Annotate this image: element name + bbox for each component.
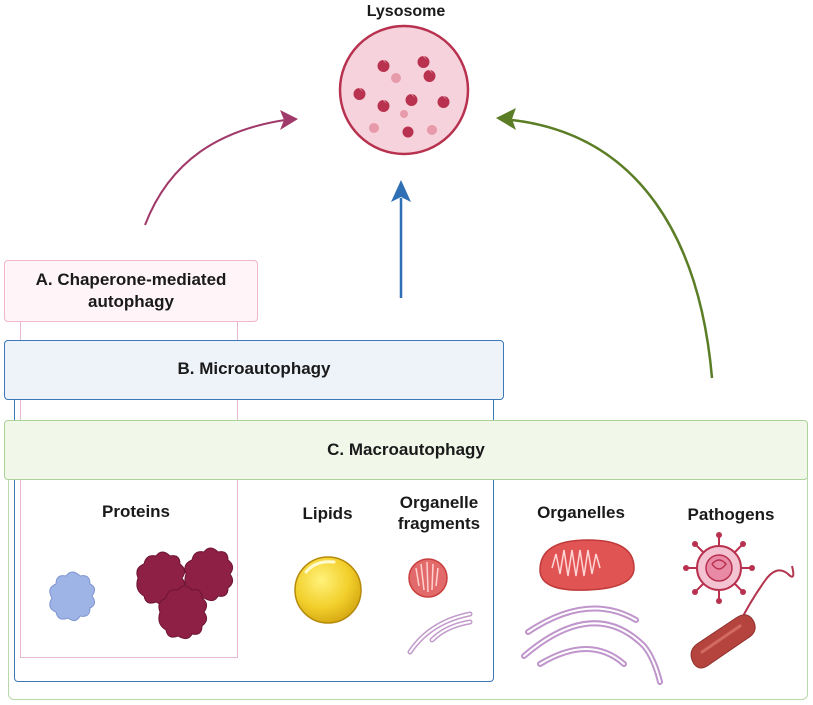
er-fragment-icon (407, 611, 473, 655)
cma-label-line1: A. Chaperone-mediated (35, 270, 227, 289)
mitochondrion-fragment-icon (408, 558, 448, 598)
cma-arrow (144, 110, 298, 226)
macroautophagy-label: C. Macroautophagy (327, 440, 485, 459)
cma-label-line2: autophagy (88, 292, 174, 311)
endoplasmic-reticulum-icon (521, 605, 663, 685)
protein-aggregate-icon (136, 547, 234, 640)
macroautophagy-arrow (496, 108, 714, 379)
virus-icon (683, 532, 755, 604)
organelle-fragments-line2: fragments (397, 514, 481, 533)
lipids-label: Lipids (302, 504, 353, 523)
mitochondrion-icon (539, 539, 635, 591)
cma-header-box (4, 260, 258, 322)
proteins-label: Proteins (101, 502, 171, 521)
bacterium-icon (690, 565, 795, 669)
lysosome-icon (338, 24, 470, 156)
microautophagy-label: B. Microautophagy (177, 359, 331, 378)
microautophagy-region (14, 400, 494, 682)
cma-label: A. Chaperone-mediated autophagy (4, 269, 258, 313)
cma-region (20, 320, 238, 658)
small-protein-icon (49, 571, 96, 622)
lipid-droplet-icon (294, 556, 362, 624)
lysosome-label: Lysosome (366, 3, 446, 20)
organelles-label: Organelles (537, 503, 625, 522)
macroautophagy-header-box (4, 420, 808, 480)
pathogens-label: Pathogens (687, 505, 775, 524)
macroautophagy-region (8, 478, 808, 700)
organelle-fragments-label: Organelle fragments (376, 492, 502, 534)
microautophagy-arrow (391, 180, 411, 298)
organelle-fragments-line1: Organelle (399, 493, 479, 512)
microautophagy-header-box (4, 340, 504, 400)
